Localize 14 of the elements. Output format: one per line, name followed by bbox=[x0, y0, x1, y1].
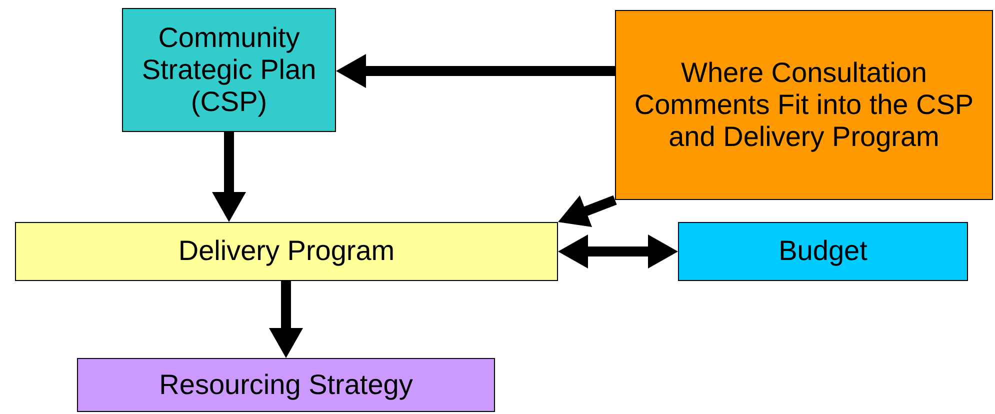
process-box bbox=[15, 222, 558, 281]
process-box bbox=[122, 8, 336, 132]
arrow bbox=[558, 234, 678, 268]
box-label: Community Strategic Plan (CSP) bbox=[140, 22, 318, 118]
arrow bbox=[212, 132, 246, 222]
process-box bbox=[678, 222, 968, 281]
arrow bbox=[558, 195, 617, 228]
box-label: Resourcing Strategy bbox=[159, 368, 413, 402]
arrow bbox=[336, 54, 615, 88]
box-label: Where Consultation Comments Fit into the CSP and Delivery Program bbox=[633, 56, 975, 154]
process-box bbox=[77, 358, 495, 412]
box-label: Budget bbox=[778, 235, 868, 268]
box-label: Delivery Program bbox=[178, 235, 395, 268]
process-box bbox=[615, 10, 993, 200]
